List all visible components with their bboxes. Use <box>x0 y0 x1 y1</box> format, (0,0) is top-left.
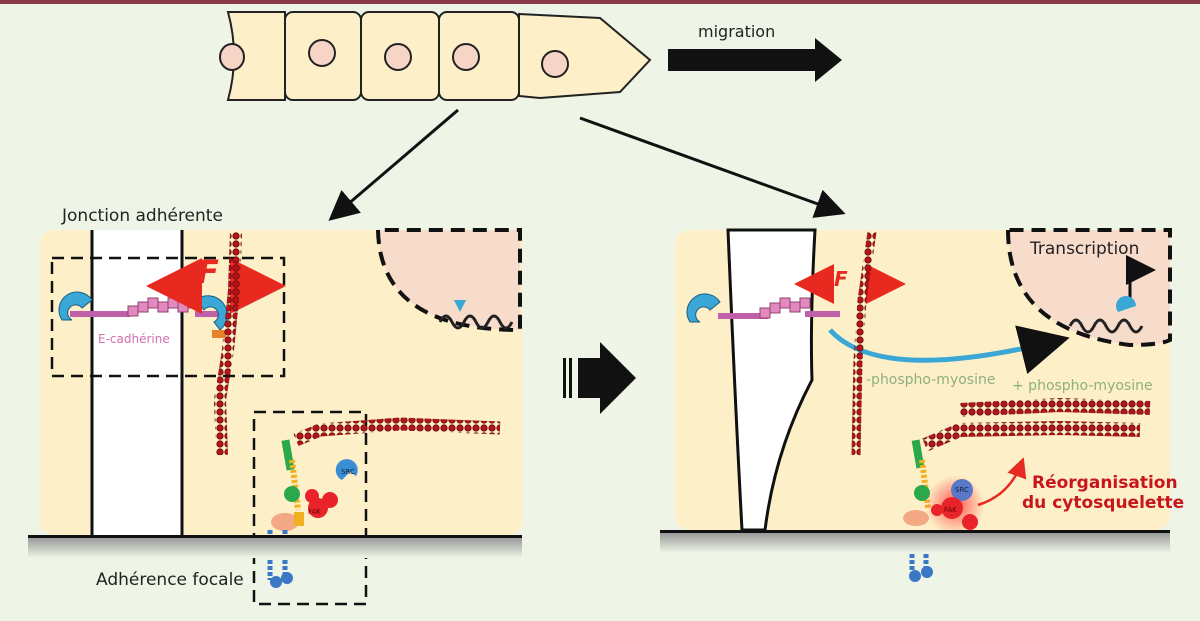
transcription-factor-icon <box>454 300 466 312</box>
migration-label: migration <box>698 22 775 41</box>
reorg-label-line2: du cytosquelette <box>1022 493 1184 513</box>
catenin-left <box>58 291 93 321</box>
plus-myosin-label: + phospho-myosine <box>1012 378 1153 394</box>
force-label: F <box>197 253 219 291</box>
junction-title: Jonction adhérente <box>61 206 223 226</box>
vinculin-focal <box>914 485 930 501</box>
intercellular-space <box>92 230 182 535</box>
focal-label: Adhérence focale <box>96 570 244 590</box>
fak-icon <box>931 497 978 530</box>
reorganisation-arrow <box>977 457 1027 507</box>
src-icon <box>951 479 973 501</box>
force-label: F <box>834 267 848 291</box>
actin-filament-horizontal <box>293 417 501 446</box>
transcription-label: Transcription <box>1029 239 1139 259</box>
adaptor <box>294 512 304 526</box>
nucleus <box>375 228 522 333</box>
cadherin <box>718 313 768 319</box>
actin-bundle-bottom <box>922 420 1141 452</box>
cadherin-left <box>70 311 130 317</box>
epithelial-cells <box>219 11 652 101</box>
vinculin-focal <box>284 486 300 502</box>
fak-icon <box>305 489 338 518</box>
transcription-arrow <box>1126 255 1156 305</box>
dna <box>438 314 514 330</box>
signal-to-nucleus-arrow <box>828 325 1070 374</box>
catenin-left <box>686 293 721 323</box>
migration-arrow: migration <box>668 22 842 82</box>
src-label: SRC <box>341 468 355 476</box>
substrate-line <box>660 530 1170 533</box>
right-panel: Transcription F -phospho-myosine + phosp… <box>660 228 1184 582</box>
arrow-to-focal <box>579 116 846 218</box>
vinculin <box>212 330 226 338</box>
src-icon <box>335 459 358 480</box>
top-border <box>0 0 1200 4</box>
paxillin <box>903 510 929 526</box>
catenin-right <box>195 295 228 331</box>
substrate-line <box>28 535 522 538</box>
substrate <box>28 538 522 558</box>
minus-myosin-label: -phospho-myosine <box>866 372 995 388</box>
cadherin-right <box>195 311 225 317</box>
fak-label: FAK <box>944 506 957 514</box>
actin-bundle-top <box>959 397 1151 417</box>
reorg-label-line1: Réorganisation <box>1032 473 1178 493</box>
arrow-to-junction <box>328 108 459 221</box>
transcription-factor-icon <box>1116 295 1136 312</box>
dna <box>1068 318 1144 334</box>
cadherin-label: E-cadhérine <box>98 332 170 346</box>
fak-label: FAK <box>308 508 321 516</box>
actin-filament-vertical <box>213 231 242 456</box>
actin-filament-vertical <box>851 231 877 456</box>
paxillin <box>271 513 299 531</box>
src-label: SRC <box>955 486 969 494</box>
transition-arrow <box>563 342 636 414</box>
left-panel: Jonction adhérente E-cadhérine F SRC <box>28 206 522 606</box>
talin <box>289 459 301 511</box>
substrate <box>660 533 1170 553</box>
